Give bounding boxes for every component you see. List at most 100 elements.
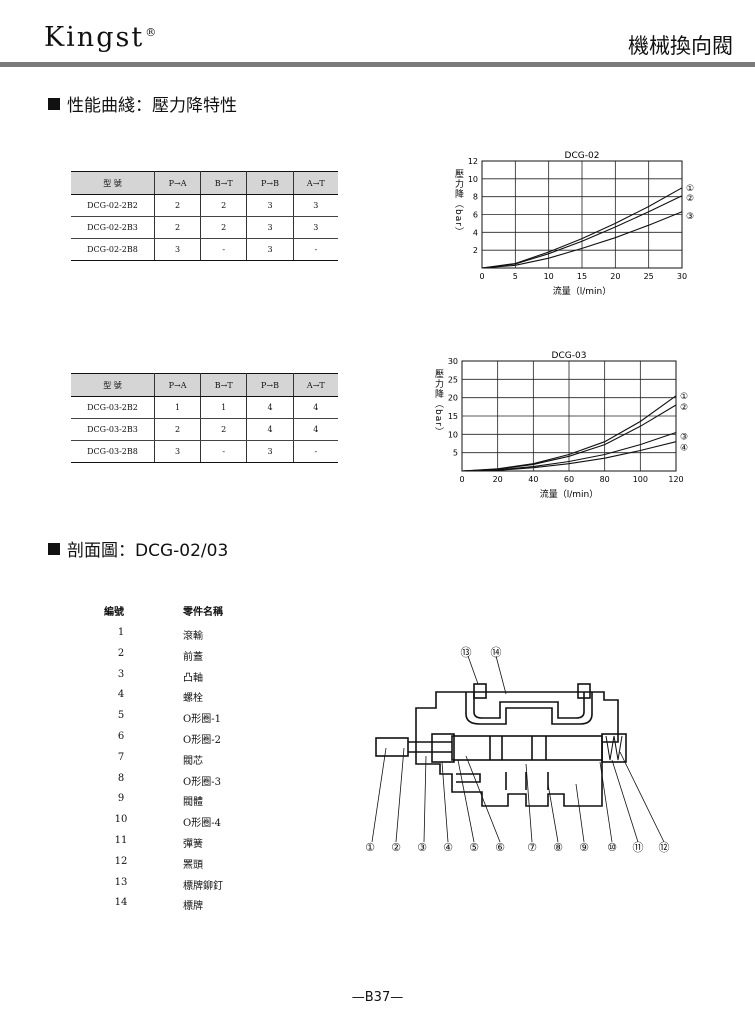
col-header: A→T bbox=[293, 171, 338, 195]
callout-label: ④ bbox=[443, 841, 453, 854]
header-rule bbox=[0, 62, 755, 67]
x-axis-label: 流量（l/min） bbox=[540, 488, 599, 500]
table-cell: 2 bbox=[154, 194, 202, 217]
x-tick-label: 0 bbox=[479, 272, 484, 281]
registered-mark: ® bbox=[145, 26, 157, 39]
x-tick-label: 30 bbox=[677, 272, 687, 281]
table-cell: DCG-03-2B2 bbox=[71, 396, 155, 419]
callout-label: ⑩ bbox=[607, 841, 617, 854]
part-name: O形圈-1 bbox=[183, 714, 221, 726]
x-tick-label: 15 bbox=[577, 272, 587, 281]
x-tick-label: 10 bbox=[544, 272, 554, 281]
callout-label: ⑤ bbox=[469, 841, 479, 854]
part-name: 螺栓 bbox=[183, 693, 203, 705]
table-cell: - bbox=[200, 440, 248, 463]
y-tick-label: 30 bbox=[448, 357, 458, 366]
series-label: ① bbox=[686, 184, 694, 194]
part-number: 11 bbox=[114, 835, 128, 846]
series-line bbox=[461, 441, 677, 472]
catalog-title: 機械換向閥 bbox=[628, 34, 733, 58]
table-cell: 3 bbox=[293, 194, 338, 217]
parts-header-number: 編號 bbox=[104, 607, 124, 618]
series-label: ④ bbox=[680, 444, 688, 454]
part-name: 罴頭 bbox=[183, 859, 203, 871]
table-cell: 3 bbox=[293, 216, 338, 239]
x-tick-label: 120 bbox=[668, 475, 683, 484]
table-cell: DCG-03-2B8 bbox=[71, 440, 155, 463]
col-header: P→A bbox=[154, 171, 202, 195]
part-name: O形圈-4 bbox=[183, 818, 221, 830]
section-cross-section: 剖面圖：DCG-02/03 bbox=[48, 536, 228, 561]
callout-label: ③ bbox=[417, 841, 427, 854]
part-number: 2 bbox=[117, 647, 125, 659]
table-cell: 3 bbox=[154, 238, 202, 261]
table-cell: - bbox=[293, 238, 338, 261]
chart-title: DCG-02 bbox=[565, 151, 600, 161]
col-header: P→A bbox=[154, 373, 202, 397]
col-header: B→T bbox=[200, 171, 248, 195]
y-tick-label: 20 bbox=[448, 394, 458, 403]
table-cell: 3 bbox=[246, 238, 294, 261]
table-cell: 4 bbox=[246, 396, 294, 419]
table-row: DCG-02-2B3 2 2 3 3 bbox=[71, 216, 338, 239]
parts-header-name: 零件名稱 bbox=[183, 607, 223, 618]
x-tick-label: 60 bbox=[564, 475, 574, 484]
y-tick-label: 2 bbox=[473, 246, 478, 255]
table-cell: DCG-03-2B3 bbox=[71, 418, 155, 441]
page-number: —B37— bbox=[351, 990, 404, 1005]
part-number: 5 bbox=[117, 710, 125, 722]
y-tick-label: 5 bbox=[453, 449, 458, 458]
callout-label: ② bbox=[391, 841, 401, 854]
part-number: 12 bbox=[114, 855, 128, 867]
leader-lines bbox=[371, 655, 665, 843]
table-row: DCG-02-2B2 2 2 3 3 bbox=[71, 194, 338, 217]
part-number: 13 bbox=[114, 876, 128, 888]
table-cell: 1 bbox=[154, 396, 202, 419]
table-cell: 4 bbox=[246, 418, 294, 441]
part-name: 標牌 bbox=[183, 901, 203, 913]
spec-table-dcg02: 型 號 P→A B→T P→B A→T DCG-02-2B2 2 2 3 3 D… bbox=[71, 171, 338, 261]
table-cell: - bbox=[200, 238, 248, 261]
table-cell: 1 bbox=[200, 396, 248, 419]
col-header: A→T bbox=[293, 373, 338, 397]
series-label: ③ bbox=[686, 212, 694, 222]
col-header: 型 號 bbox=[71, 171, 155, 195]
part-name: O形圈-3 bbox=[183, 776, 221, 788]
series-line bbox=[481, 195, 683, 269]
part-name: 閥芯 bbox=[183, 755, 203, 767]
table-cell: 4 bbox=[293, 396, 338, 419]
part-name: 標牌鉚釘 bbox=[183, 880, 223, 892]
y-axis-label: 壓力降（bar） bbox=[433, 369, 444, 437]
part-name: 彈簧 bbox=[183, 839, 203, 850]
series-line bbox=[481, 211, 683, 269]
part-name: 滾輸 bbox=[183, 631, 203, 642]
brand-name: Kingst bbox=[44, 22, 145, 53]
callout-label: ⑥ bbox=[495, 841, 505, 854]
y-tick-label: 8 bbox=[473, 193, 478, 202]
x-tick-label: 0 bbox=[459, 475, 464, 484]
section-title: 性能曲綫：壓力降特性 bbox=[67, 96, 237, 116]
table-row: DCG-02-2B8 3 - 3 - bbox=[71, 238, 338, 261]
callout-label: ⑪ bbox=[633, 841, 644, 854]
x-tick-label: 20 bbox=[493, 475, 503, 484]
section-performance: 性能曲綫：壓力降特性 bbox=[48, 91, 237, 116]
series-line bbox=[461, 404, 677, 472]
part-number: 8 bbox=[117, 772, 125, 784]
part-number: 14 bbox=[114, 897, 128, 909]
part-number: 1 bbox=[117, 627, 125, 638]
part-name: 前蓋 bbox=[183, 651, 203, 663]
col-header: B→T bbox=[200, 373, 248, 397]
table-cell: DCG-02-2B3 bbox=[71, 216, 155, 239]
part-number: 3 bbox=[117, 668, 125, 680]
section-title: 剖面圖：DCG-02/03 bbox=[67, 541, 229, 561]
table-cell: 3 bbox=[246, 440, 294, 463]
callout-label: ⑨ bbox=[579, 841, 589, 854]
col-header: P→B bbox=[246, 171, 294, 195]
x-tick-label: 5 bbox=[513, 272, 518, 281]
y-tick-label: 10 bbox=[448, 430, 458, 439]
part-number: 10 bbox=[114, 814, 128, 826]
table-cell: 3 bbox=[246, 216, 294, 239]
callout-label: ① bbox=[365, 841, 375, 854]
